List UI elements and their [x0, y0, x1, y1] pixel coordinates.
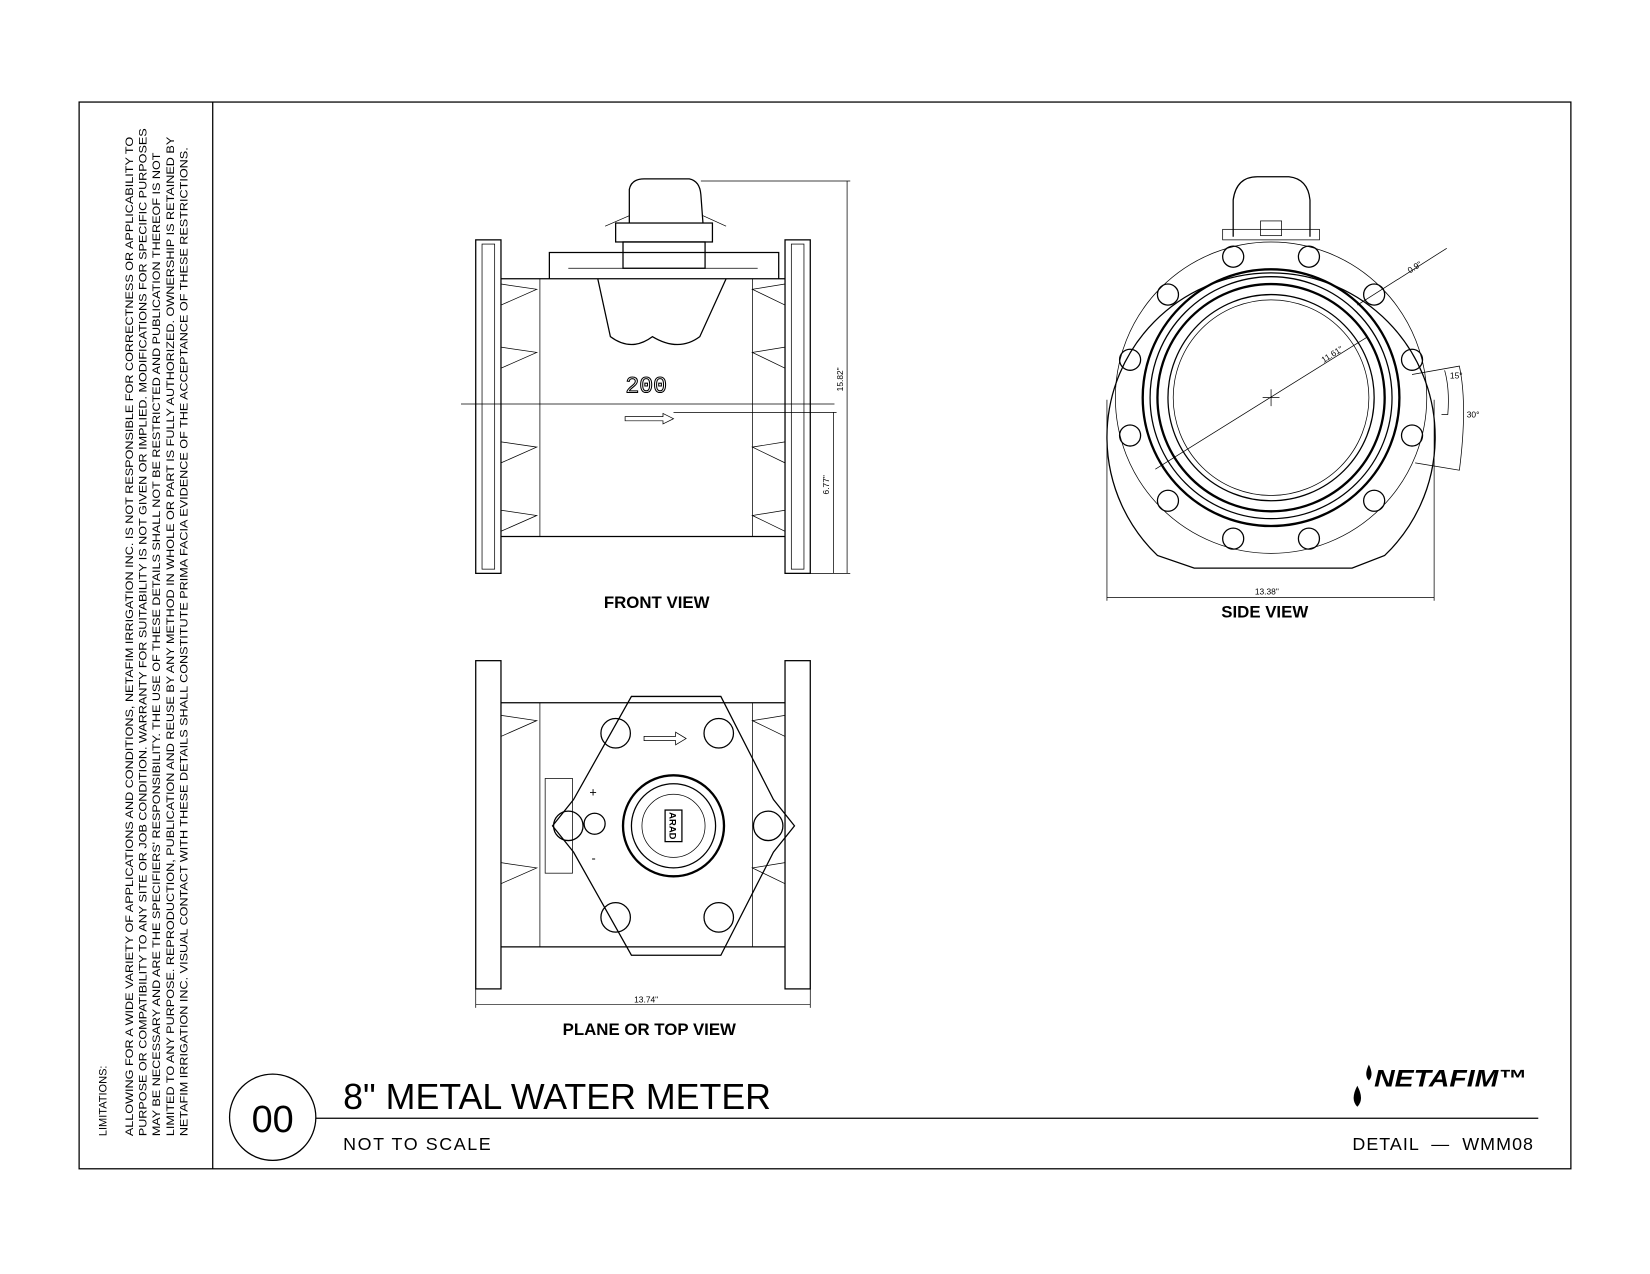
- side-view-label: SIDE VIEW: [1221, 603, 1308, 622]
- brand-marking: ARAD: [666, 812, 677, 839]
- dim-center-height: 6.77": [821, 475, 831, 494]
- dim-bore: 11.61": [1319, 344, 1344, 365]
- minus-marking: -: [591, 852, 595, 866]
- top-view: ARAD + - 13.74" PLANE OR TOP VIEW: [475, 660, 811, 1039]
- dim-height: 15.82": [835, 367, 845, 391]
- svg-text:NETAFIM™: NETAFIM™: [1374, 1066, 1527, 1093]
- detail-number: 00: [252, 1099, 294, 1141]
- title-block: 00 8" METAL WATER METER NOT TO SCALE DET…: [228, 1064, 1539, 1162]
- water-drop-icon: [1366, 1064, 1372, 1081]
- size-marking: 200: [625, 373, 667, 399]
- limitations-line: MAY BE NECESSARY AND ARE THE SPECIFIERS'…: [151, 152, 163, 1136]
- plus-marking: +: [589, 785, 596, 799]
- front-view: 200 15.82" 6.77" FRONT VIEW: [461, 178, 851, 612]
- detail-code: DETAIL — WMM08: [1352, 1134, 1534, 1154]
- dim-length: 13.74": [634, 995, 658, 1005]
- netafim-logo: NETAFIM™: [1353, 1064, 1527, 1107]
- limitations-line: LIMITED TO ANY PURPOSE. REPRODUCTION, PU…: [165, 136, 177, 1136]
- drawing-title: 8" METAL WATER METER: [343, 1077, 771, 1117]
- sheet-border: [78, 101, 1572, 1170]
- water-drop-icon: [1353, 1085, 1362, 1107]
- top-view-label: PLANE OR TOP VIEW: [563, 1020, 736, 1039]
- dim-width: 13.38": [1255, 586, 1279, 596]
- limitations-heading: LIMITATIONS:: [97, 1065, 109, 1136]
- limitations-line: PURPOSE OR COMPATIBILITY TO ANY SITE OR …: [137, 128, 149, 1136]
- scale-note: NOT TO SCALE: [343, 1134, 492, 1154]
- limitations-line: NETAFIM IRRIGATION INC. VISUAL CONTACT W…: [178, 147, 190, 1136]
- angle-large: 30°: [1467, 410, 1480, 420]
- angle-small: 15°: [1450, 371, 1463, 381]
- flow-arrow-icon: [643, 731, 687, 746]
- side-view: 11.61" 0.9" 15° 30° 13.38" SIDE VIEW: [1106, 176, 1480, 622]
- limitations-block: LIMITATIONS: ALLOWING FOR A WIDE VARIETY…: [97, 128, 190, 1136]
- limitations-line: ALLOWING FOR A WIDE VARIETY OF APPLICATI…: [124, 136, 136, 1136]
- flow-arrow-icon: [624, 412, 675, 425]
- front-view-label: FRONT VIEW: [604, 593, 710, 612]
- dim-bolt: 0.9": [1406, 259, 1424, 275]
